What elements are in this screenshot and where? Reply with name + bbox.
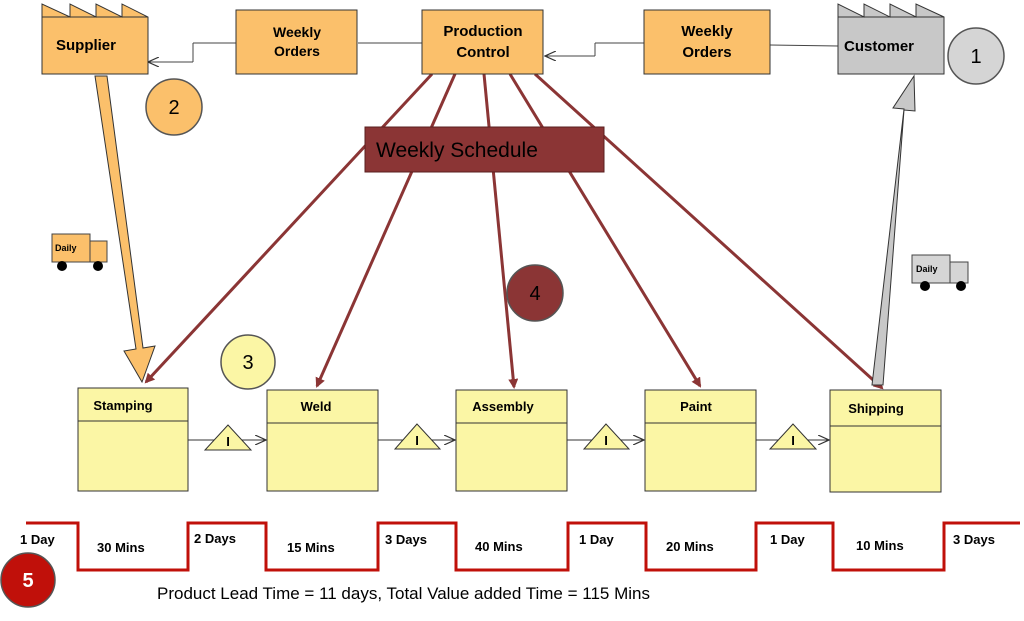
inventory-1-label: I (226, 434, 230, 449)
marker-4-label: 4 (529, 283, 540, 305)
marker-3-label: 3 (242, 352, 253, 374)
timeline-process-2: 15 Mins (287, 540, 335, 555)
inventory-3-label: I (604, 433, 608, 448)
marker-2: 2 (145, 78, 203, 136)
inventory-4: I (756, 423, 829, 450)
inventory-3: I (567, 423, 644, 450)
process-stamping: Stamping (77, 387, 189, 492)
process-weld: Weld (266, 389, 379, 492)
inventory-2: I (378, 423, 455, 450)
timeline-process-4: 20 Mins (666, 539, 714, 554)
marker-1-label: 1 (970, 46, 981, 68)
process-stamping-label: Stamping (93, 398, 152, 413)
inventory-2-label: I (415, 433, 419, 448)
weekly-orders-right: Weekly Orders (643, 9, 771, 75)
marker-5: 5 (0, 552, 56, 608)
weekly-orders-left-line2: Orders (274, 43, 320, 59)
customer-shipment-arrow (871, 74, 916, 386)
process-weld-label: Weld (301, 399, 332, 414)
lead-time-summary: Product Lead Time = 11 days, Total Value… (157, 584, 650, 603)
production-control-line2: Control (456, 44, 509, 61)
weekly-schedule-label: Weekly Schedule (376, 139, 538, 162)
customer-factory: Customer (837, 3, 945, 75)
supplier-label: Supplier (56, 37, 116, 54)
timeline-process-5: 10 Mins (856, 538, 904, 553)
timeline-process-1: 30 Mins (97, 540, 145, 555)
timeline-ladder (26, 521, 1020, 572)
inventory-1: I (188, 424, 266, 451)
timeline-wait-1: 1 Day (20, 532, 55, 547)
supplier-shipment-arrow (94, 75, 156, 384)
info-flow-lines (148, 42, 839, 62)
timeline-wait-4: 1 Day (579, 532, 614, 547)
marker-5-label: 5 (22, 570, 33, 592)
process-shipping-label: Shipping (848, 401, 904, 416)
process-shipping: Shipping (829, 389, 942, 493)
truck-left-label: Daily (55, 243, 77, 253)
weekly-orders-right-line2: Orders (682, 44, 731, 61)
marker-2-label: 2 (168, 97, 179, 119)
supplier-factory: Supplier (41, 3, 149, 75)
marker-3: 3 (220, 334, 276, 390)
timeline-wait-2: 2 Days (194, 531, 236, 546)
weekly-orders-right-line1: Weekly (681, 23, 733, 40)
process-assembly: Assembly (455, 389, 568, 492)
timeline-wait-6: 3 Days (953, 532, 995, 547)
weekly-orders-left-line1: Weekly (273, 24, 321, 40)
production-control: Production Control (421, 9, 544, 75)
process-paint: Paint (644, 389, 757, 492)
marker-4: 4 (506, 264, 564, 322)
truck-icon-left: Daily (51, 233, 108, 271)
inventory-4-label: I (791, 433, 795, 448)
process-paint-label: Paint (680, 399, 712, 414)
process-assembly-label: Assembly (472, 399, 534, 414)
timeline-wait-3: 3 Days (385, 532, 427, 547)
weekly-orders-left: Weekly Orders (235, 9, 358, 75)
customer-label: Customer (844, 38, 914, 55)
timeline-wait-5: 1 Day (770, 532, 805, 547)
weekly-schedule-banner: Weekly Schedule (364, 126, 605, 173)
marker-1: 1 (947, 27, 1005, 85)
timeline-process-3: 40 Mins (475, 539, 523, 554)
truck-right-label: Daily (916, 264, 938, 274)
schedule-arrows (144, 72, 884, 390)
truck-icon-right: Daily (911, 254, 969, 291)
production-control-line1: Production (443, 23, 522, 40)
